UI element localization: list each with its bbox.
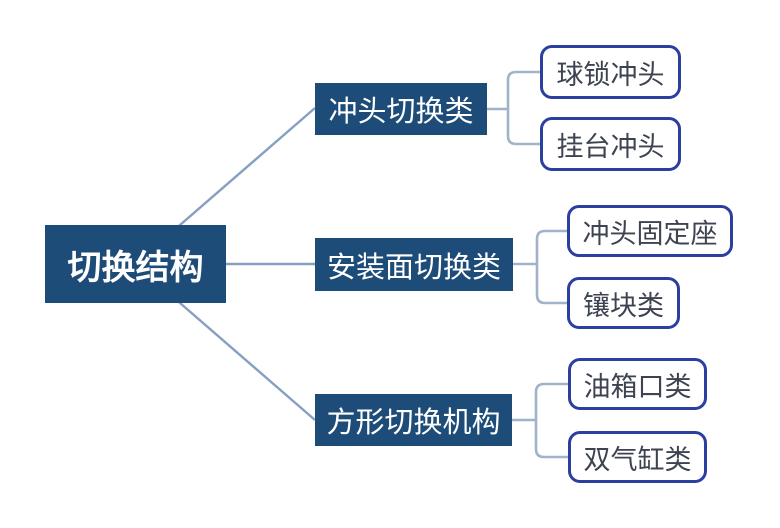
- leaf-node-2-1: 双气缸类: [568, 431, 707, 483]
- connector-branch-0-to-leaf-1: [506, 109, 540, 146]
- leaf-node-0-0: 球锁冲头: [540, 45, 681, 99]
- leaf-node-0-1: 挂台冲头: [540, 117, 681, 171]
- connector-branch-1-to-leaf-0: [535, 229, 567, 264]
- branch-node-0: 冲头切换类: [315, 83, 487, 135]
- connector-branch-2-to-leaf-1: [534, 420, 568, 459]
- leaf-node-1-0: 冲头固定座: [567, 205, 733, 257]
- connector-branch-1-to-leaf-1: [535, 264, 567, 305]
- root-node: 切换结构: [45, 225, 226, 303]
- connector-branch-0-to-leaf-0: [506, 70, 540, 109]
- connector-branch-2-to-leaf-0: [534, 382, 568, 420]
- leaf-node-2-0: 油箱口类: [568, 358, 707, 410]
- branch-node-1: 安装面切换类: [315, 238, 513, 291]
- branch-node-2: 方形切换机构: [315, 394, 512, 446]
- leaf-node-1-1: 镶块类: [567, 277, 680, 329]
